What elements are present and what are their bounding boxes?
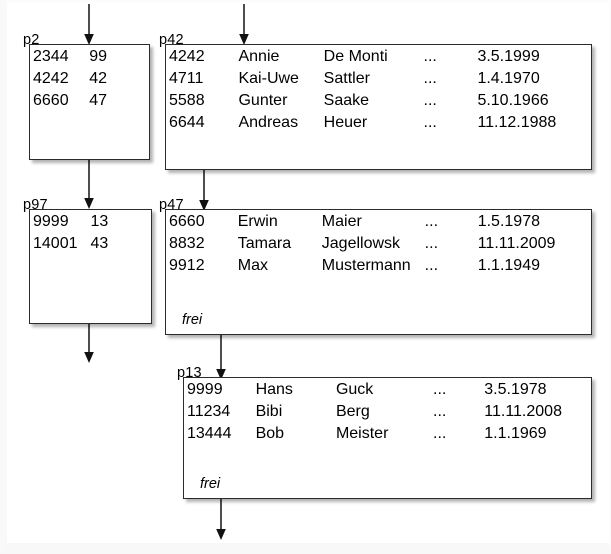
table-row: 4242 Annie De Monti ... 3.5.1999 [168,47,563,67]
cell-first-name: Tamara [237,235,292,252]
cell-id: 4711 [169,70,204,87]
cell-date: 3.5.1978 [484,381,547,398]
page-label-p47: p47 [159,197,184,213]
table-row: 13444 Bob Meister ... 1.1.1969 [186,424,563,444]
index-entry-row: 6660 47 [32,91,120,111]
cell-ellipsis: ... [433,403,447,420]
cell-first-name: Hans [255,381,293,398]
table-row: 4711 Kai-Uwe Sattler ... 1.4.1970 [168,69,563,89]
cell-id: 6644 [169,114,205,131]
index-key: 9999 [33,213,69,230]
cell-id: 6660 [169,213,205,230]
cell-first-name: Erwin [237,213,278,230]
cell-last-name: Berg [335,403,370,420]
cell-last-name: Guck [335,381,374,398]
index-pointer: 43 [90,235,109,252]
cell-last-name: Meister [335,425,389,442]
cell-date: 1.1.1969 [484,425,547,442]
cell-first-name: Max [237,257,268,274]
cell-first-name: Bibi [255,403,283,420]
cell-first-name: Annie [238,48,280,65]
page-label-p2: p2 [23,32,40,48]
cell-ellipsis: ... [424,235,439,252]
index-table-p97: 9999 13 14001 43 [30,210,122,256]
data-table-p42: 4242 Annie De Monti ... 3.5.1999 4711 Ka… [166,45,565,135]
arrow-into-p42 [237,4,251,46]
cell-last-name: Maier [321,213,362,230]
page-label-p13: p13 [177,365,202,381]
index-entry-row: 2344 99 [32,47,120,67]
cell-id: 8832 [169,235,205,252]
index-pointer: 42 [89,70,107,87]
cell-id: 5588 [169,92,205,109]
cell-ellipsis: ... [424,213,439,230]
cell-id: 4242 [169,48,205,65]
table-row: 6660 Erwin Maier ... 1.5.1978 [168,212,563,232]
cell-last-name: Jagellowsk [321,235,401,252]
data-page-p47[interactable]: 6660 Erwin Maier ... 1.5.1978 8832 Tamar… [165,209,592,335]
free-space-label-p47: frei [182,312,203,328]
cell-last-name: Saake [323,92,370,109]
index-table-p2: 2344 99 4242 42 6660 47 [30,45,122,113]
index-entry-row: 14001 43 [32,234,120,254]
data-table-p47: 6660 Erwin Maier ... 1.5.1978 8832 Tamar… [166,210,565,278]
data-page-p13[interactable]: 9999 Hans Guck ... 3.5.1978 11234 Bibi B… [183,377,592,499]
index-key: 2344 [33,48,69,65]
cell-first-name: Gunter [238,92,288,109]
cell-ellipsis: ... [423,48,437,65]
cell-ellipsis: ... [423,70,437,87]
cell-id: 11234 [187,403,231,420]
arrow-into-p47 [197,170,211,212]
cell-date: 11.12.1988 [477,114,557,131]
index-key: 14001 [33,235,78,252]
cell-date: 3.5.1999 [477,48,540,65]
cell-id: 9912 [169,257,205,274]
table-row: 9999 Hans Guck ... 3.5.1978 [186,380,563,400]
cell-last-name: De Monti [323,48,388,65]
table-row: 8832 Tamara Jagellowsk ... 11.11.2009 [168,234,563,254]
cell-date: 1.4.1970 [477,70,540,87]
table-row: 5588 Gunter Saake ... 5.10.1966 [168,91,563,111]
cell-date: 1.5.1978 [477,213,540,230]
page-label-p42: p42 [159,32,184,48]
index-entry-row: 4242 42 [32,69,120,89]
index-pointer: 47 [89,92,107,109]
index-key: 6660 [33,92,69,109]
arrow-p47-to-p13 [214,335,228,381]
cell-last-name: Mustermann [321,257,411,274]
cell-date: 11.11.2008 [484,403,562,420]
cell-ellipsis: ... [433,381,447,398]
arrow-p2-to-p97 [82,160,96,210]
cell-ellipsis: ... [433,425,447,442]
page-label-p97: p97 [23,197,48,213]
table-row: 6644 Andreas Heuer ... 11.12.1988 [168,113,563,133]
table-row: 11234 Bibi Berg ... 11.11.2008 [186,402,563,422]
data-page-p42[interactable]: 4242 Annie De Monti ... 3.5.1999 4711 Ka… [165,44,592,170]
index-node-p97[interactable]: 9999 13 14001 43 [29,209,152,324]
cell-ellipsis: ... [424,257,439,274]
index-node-p2[interactable]: 2344 99 4242 42 6660 47 [29,44,150,160]
cell-first-name: Bob [255,425,285,442]
index-pointer: 13 [90,213,109,230]
free-space-label-p13: frei [200,476,221,492]
cell-first-name: Kai-Uwe [238,70,299,87]
cell-last-name: Sattler [323,70,370,87]
arrow-out-of-p13 [214,499,228,541]
data-table-p13: 9999 Hans Guck ... 3.5.1978 11234 Bibi B… [184,378,565,446]
cell-date: 1.1.1949 [477,257,540,274]
cell-ellipsis: ... [423,92,437,109]
cell-id: 13444 [187,425,232,442]
cell-date: 11.11.2009 [477,235,556,252]
index-key: 4242 [33,70,69,87]
cell-last-name: Heuer [323,114,368,131]
arrow-into-p2 [82,4,96,46]
arrow-out-of-p97 [82,324,96,364]
cell-first-name: Andreas [238,114,299,131]
cell-date: 5.10.1966 [477,92,549,109]
index-pointer: 99 [89,48,107,65]
table-row: 9912 Max Mustermann ... 1.1.1949 [168,256,563,276]
cell-id: 9999 [187,381,223,398]
index-entry-row: 9999 13 [32,212,120,232]
cell-ellipsis: ... [423,114,437,131]
